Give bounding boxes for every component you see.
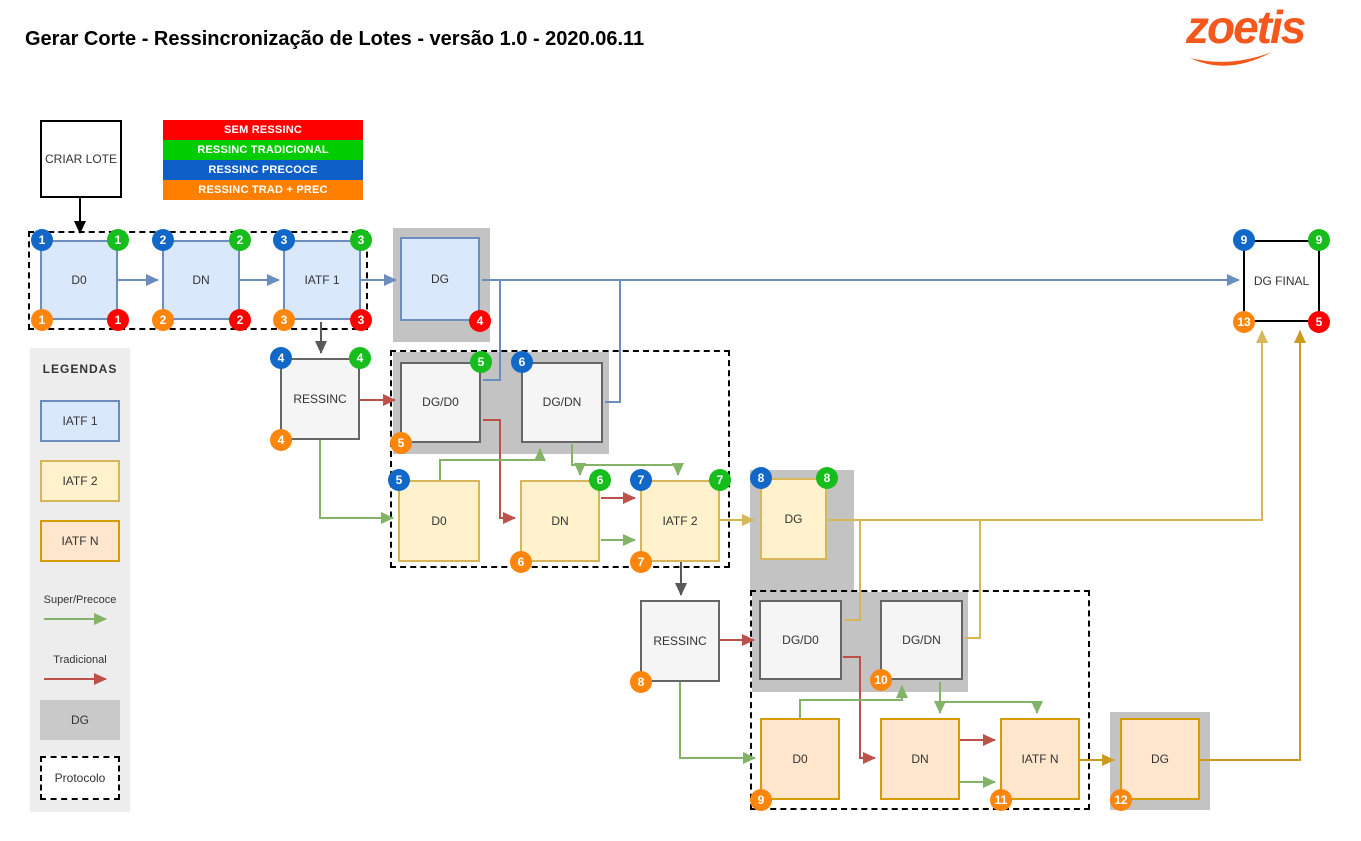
node-iatf-1: IATF 1 [283,240,361,320]
badge-blue-iatf1: 3 [273,229,295,251]
badge-green-ressinc1: 4 [349,347,371,369]
badge-green-iatf2: 7 [709,469,731,491]
badge-blue-dgfinal: 9 [1233,229,1255,251]
node-dgdn-1: DG/DN [521,362,603,443]
node-dg-1: DG [400,237,480,321]
badge-orange-dgdn2: 10 [870,669,892,691]
badge-orange-iatfn: 11 [990,789,1012,811]
badge-green-dn1: 2 [229,229,251,251]
badge-blue-dg2: 8 [750,467,772,489]
badge-red-dgfinal: 5 [1308,311,1330,333]
badge-red-iatf1: 3 [350,309,372,331]
node-dg-final: DG FINAL [1243,240,1320,322]
legend-swatch-dg: DG [40,700,120,740]
badge-blue-dgdn1: 6 [511,351,533,373]
legend-bar-sem-ressinc: SEM RESSINC [163,120,363,140]
legend-bar-ressinc-tradicional: RESSINC TRADICIONAL [163,140,363,160]
node-d0-1: D0 [40,240,118,320]
zoetis-logo: zoetis [1186,1,1352,70]
legend-title: LEGENDAS [42,362,118,376]
node-dn-3: DN [880,718,960,800]
badge-orange-ressinc2: 8 [630,671,652,693]
node-ressinc-1: RESSINC [280,358,360,440]
zoetis-swoosh-icon [1190,52,1272,66]
node-dg-2: DG [760,478,827,560]
legend-green-arrow-icon [44,613,107,625]
connector-ressinc1-d02 [319,440,394,524]
badge-orange-d03: 9 [750,789,772,811]
node-iatf-n: IATF N [1000,718,1080,800]
legend-swatch-protocolo: Protocolo [40,756,120,800]
badge-green-dgfinal: 9 [1308,229,1330,251]
node-dn-1: DN [162,240,240,320]
legend-bar-ressinc-trad-prec: RESSINC TRAD + PREC [163,180,363,200]
connector-ressinc2-d03 [679,682,756,764]
badge-green-iatf1: 3 [350,229,372,251]
badge-orange-d01: 1 [31,309,53,331]
badge-orange-dgfinal: 13 [1233,311,1255,333]
badge-green-dgd01: 5 [470,351,492,373]
connector-dg3-dgfinal [1200,330,1306,761]
node-d0-2: D0 [398,480,480,562]
badge-green-dg2: 8 [816,467,838,489]
badge-blue-d01: 1 [31,229,53,251]
badge-orange-dgd01: 5 [390,432,412,454]
badge-green-d01: 1 [107,229,129,251]
legend-panel: LEGENDAS IATF 1 IATF 2 IATF N Super/Prec… [30,348,130,812]
badge-orange-iatf1: 3 [273,309,295,331]
legend-label-tradicional: Tradicional [53,654,107,666]
node-d0-3: D0 [760,718,840,800]
badge-blue-d02: 5 [388,469,410,491]
badge-orange-dg3: 12 [1110,789,1132,811]
badge-green-dn2: 6 [589,469,611,491]
legend-bar-ressinc-precoce: RESSINC PRECOCE [163,160,363,180]
status-legend: SEM RESSINC RESSINC TRADICIONAL RESSINC … [163,120,363,200]
badge-red-dg1: 4 [469,310,491,332]
node-dgd0-1: DG/D0 [400,362,481,443]
badge-blue-ressinc1: 4 [270,347,292,369]
connector-dg2-dgfinal [829,330,1268,521]
node-dn-2: DN [520,480,600,562]
badge-orange-dn1: 2 [152,309,174,331]
legend-label-super-precoce: Super/Precoce [43,594,117,606]
node-dgd0-2: DG/D0 [759,600,842,680]
badge-orange-iatf2: 7 [630,551,652,573]
legend-swatch-iatfn: IATF N [40,520,120,562]
badge-orange-ressinc1: 4 [270,429,292,451]
badge-red-d01: 1 [107,309,129,331]
badge-red-dn1: 2 [229,309,251,331]
node-dg-3: DG [1120,718,1200,800]
legend-swatch-iatf1: IATF 1 [40,400,120,442]
page-title: Gerar Corte - Ressincronização de Lotes … [25,28,645,50]
badge-orange-dn2: 6 [510,551,532,573]
legend-red-arrow-icon [44,673,107,685]
node-dgdn-2: DG/DN [880,600,963,680]
node-criar-lote: CRIAR LOTE [40,120,122,198]
node-ressinc-2: RESSINC [640,600,720,682]
zoetis-logo-text: zoetis [1186,1,1306,53]
badge-blue-iatf2: 7 [630,469,652,491]
legend-swatch-iatf2: IATF 2 [40,460,120,502]
node-iatf-2: IATF 2 [640,480,720,562]
badge-blue-dn1: 2 [152,229,174,251]
